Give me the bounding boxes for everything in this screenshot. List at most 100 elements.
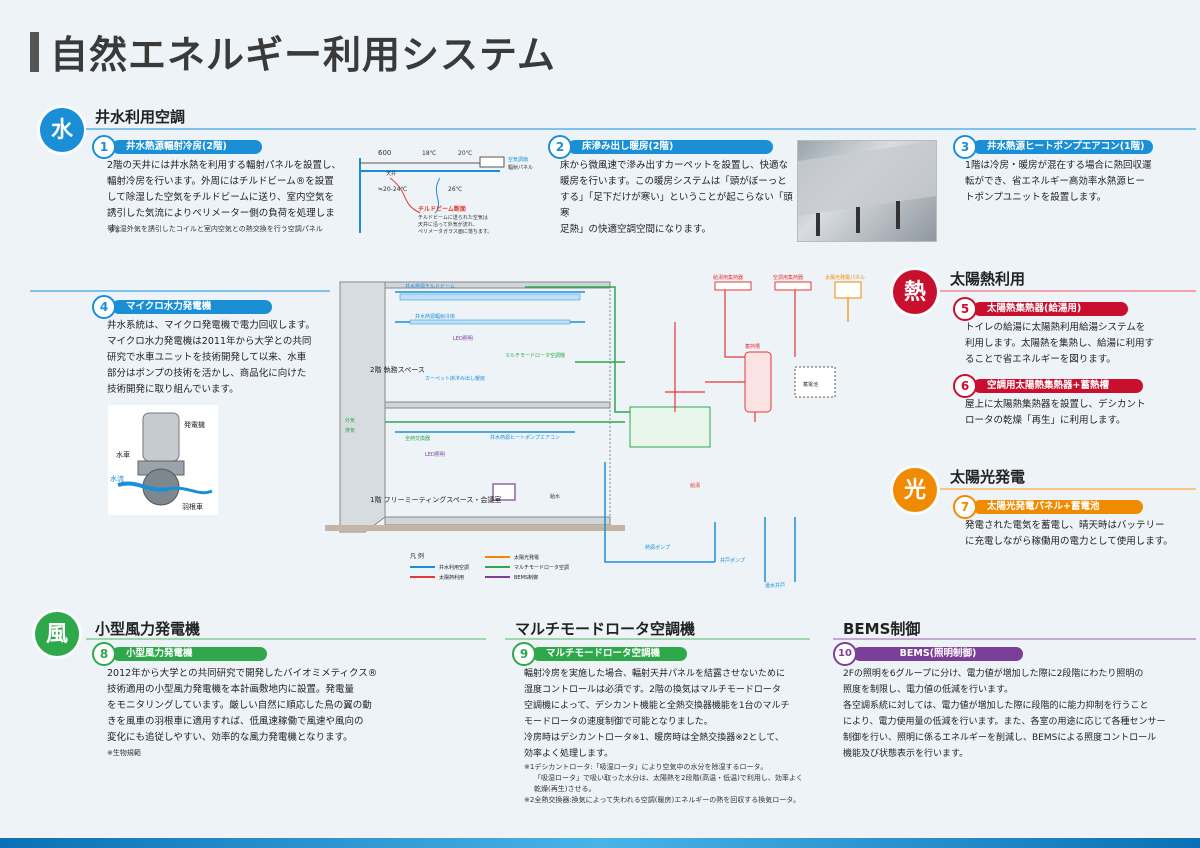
item-4-head: 4 マイクロ水力発電機 bbox=[92, 295, 272, 319]
item-3-head: 3 井水熱源ヒートポンプエアコン(1階) bbox=[953, 135, 1153, 159]
temp-20: 20℃ bbox=[458, 150, 473, 157]
item-1-number: 1 bbox=[92, 135, 116, 159]
item-1-note: ※除湿外気を誘引したコイルと室内空気との熱交換を行う空調パネル bbox=[107, 225, 323, 233]
item-7-text: 発電された電気を蓄電し、晴天時はバッテリー に充電しながら稼働用の電力として使用… bbox=[965, 520, 1173, 547]
floor-1-label: 1階 フリーミーティングスペース・会議室 bbox=[370, 495, 501, 504]
item-5-number: 5 bbox=[953, 297, 977, 321]
dim-label: 600 bbox=[378, 149, 391, 157]
item-2-title: 床滲み出し暖房(2階) bbox=[568, 140, 773, 154]
solar-heat-divider bbox=[940, 290, 1196, 292]
wind-title: 小型風力発電機 bbox=[95, 620, 201, 638]
ceiling-label: 天井 bbox=[386, 170, 396, 177]
item-8-text: 2012年から大学との共同研究で開発したバイオミメティクス® 技術適用の小型風力… bbox=[107, 668, 378, 743]
label-generator: 発電機 bbox=[184, 420, 205, 429]
item-8-number: 8 bbox=[92, 642, 116, 666]
item-9-notes: ※1デシカントロータ:「吸湿ロータ」により空気中の水分を除湿するロータ。 「吸湿… bbox=[524, 763, 803, 804]
label-collector-1: 給湯用集熱器 bbox=[713, 274, 743, 281]
svg-text:チルドビームに送られた空気は: チルドビームに送られた空気は bbox=[418, 214, 488, 221]
label-collector-2: 空調用集熱器 bbox=[773, 274, 803, 281]
wind-divider bbox=[86, 638, 486, 640]
solar-heat-badge: 熱 bbox=[893, 270, 937, 314]
page-title: 自然エネルギー利用システム bbox=[50, 33, 556, 77]
legend-bems: BEMS制御 bbox=[514, 574, 538, 581]
item-3-number: 3 bbox=[953, 135, 977, 159]
item-4-text: 井水系統は、マイクロ発電機で電力回収します。 マイクロ水力発電機は2011年から… bbox=[107, 320, 315, 395]
water-badge: 水 bbox=[40, 108, 84, 152]
label-radiant: 井水熱源輻射冷房 bbox=[415, 313, 455, 320]
micro-hydro-turbine-image: 発電機 水車 水流 羽根車 bbox=[108, 405, 218, 515]
solar-heat-title: 太陽熱利用 bbox=[950, 270, 1026, 288]
rotor-title: マルチモードロータ空調機 bbox=[515, 620, 696, 638]
item-7-number: 7 bbox=[953, 495, 977, 519]
temp-18: 18℃ bbox=[422, 150, 437, 157]
label-tank: 蓄熱槽 bbox=[745, 343, 760, 350]
item-5-head: 5 太陽熱集熱器(給湯用) bbox=[953, 297, 1128, 321]
label-well-pump: 井戸ポンプ bbox=[720, 557, 745, 564]
item-9-number: 9 bbox=[512, 642, 536, 666]
water-divider bbox=[86, 128, 1196, 130]
item-6-text: 屋上に太陽熱集熱器を設置し、デシカント ロータの乾燥「再生」に利用します。 bbox=[965, 399, 1146, 426]
wind-badge: 風 bbox=[35, 612, 79, 656]
solar-power-title: 太陽光発電 bbox=[950, 468, 1026, 486]
bottom-accent-bar bbox=[0, 838, 1200, 848]
legend-rotor: マルチモードロータ空調 bbox=[514, 564, 569, 571]
label-exhaust: 排気 bbox=[345, 427, 355, 434]
solar-power-badge: 光 bbox=[893, 468, 937, 512]
item-10-text: 2Fの照明を6グループに分け、電力値が増加した際に2段階にわたり照明の 照度を制… bbox=[843, 669, 1166, 759]
item-5-text: トイレの給湯に太陽熱利用給湯システムを 利用します。太陽熱を集熱し、給湯に利用す… bbox=[965, 322, 1155, 365]
legend-solar-heat: 太陽熱利用 bbox=[439, 574, 464, 581]
item-3-title: 井水熱源ヒートポンプエアコン(1階) bbox=[973, 140, 1153, 154]
item-8-title: 小型風力発電機 bbox=[112, 647, 267, 661]
item-4-number: 4 bbox=[92, 295, 116, 319]
item-9-head: 9 マルチモードロータ空調機 bbox=[512, 642, 687, 666]
item-2-text: 床から微風速で滲み出すカーペットを設置し、快適な 暖房を行います。この暖房システ… bbox=[560, 160, 793, 235]
temp-26: 26℃ bbox=[448, 186, 463, 193]
system-diagram: 2階 執務スペース 1階 フリーミーティングスペース・会議室 井水熱源チルドビー… bbox=[325, 274, 865, 589]
svg-text:天井に沿って外気が流れ、: 天井に沿って外気が流れ、 bbox=[418, 221, 478, 228]
label-chilled-beam: 井水熱源チルドビーム bbox=[405, 283, 455, 290]
air-label: 空気調扇 bbox=[508, 156, 528, 163]
chilled-beam-diagram: 600 18℃ 20℃ 天井 空気調扇 輻射パネル ≒20-24℃ 26℃ チル… bbox=[359, 149, 533, 235]
label-battery: 蓄電池 bbox=[803, 381, 818, 388]
item-1-head: 1 井水熱源輻射冷房(2階) bbox=[92, 135, 262, 159]
label-return-well: 還水井戸 bbox=[765, 582, 785, 589]
label-pv: 太陽光発電パネル bbox=[825, 274, 865, 281]
label-waterwheel: 水車 bbox=[116, 450, 130, 459]
raised-floor-photo bbox=[797, 140, 937, 242]
beam-title: チルドビーム断面 bbox=[418, 205, 466, 213]
label-hex: 全熱交換器 bbox=[405, 435, 430, 442]
item-5-title: 太陽熱集熱器(給湯用) bbox=[973, 302, 1128, 316]
label-led-1f: LED照明 bbox=[425, 452, 445, 458]
item-3-text: 1階は冷房・暖房が混在する場合に熱回収運 転ができ、省エネルギー高効率水熱源ヒー… bbox=[965, 160, 1152, 203]
item-2-head: 2 床滲み出し暖房(2階) bbox=[548, 135, 773, 159]
temp-range: ≒20-24℃ bbox=[378, 186, 407, 193]
bems-divider bbox=[833, 638, 1196, 640]
item-8-head: 8 小型風力発電機 bbox=[92, 642, 267, 666]
label-led-2f: LED照明 bbox=[453, 336, 473, 342]
rotor-divider bbox=[505, 638, 810, 640]
item-6-title: 空調用太陽熱集熱器+蓄熱槽 bbox=[973, 379, 1143, 393]
item-7-title: 太陽光発電パネル+蓄電池 bbox=[973, 500, 1143, 514]
item-10-title: BEMS(照明制御) bbox=[853, 647, 1023, 661]
item-6-head: 6 空調用太陽熱集熱器+蓄熱槽 bbox=[953, 374, 1143, 398]
solar-power-divider bbox=[940, 488, 1196, 490]
item-4-divider bbox=[30, 290, 330, 292]
item-1-text: 2階の天井には井水熱を利用する輻射パネルを設置し、 輻射冷房を行います。外周には… bbox=[107, 160, 342, 235]
label-waterflow: 水流 bbox=[110, 474, 124, 483]
water-title: 井水利用空調 bbox=[95, 108, 186, 126]
item-7-head: 7 太陽光発電パネル+蓄電池 bbox=[953, 495, 1143, 519]
label-heat-pump-pipe: 熱源ポンプ bbox=[645, 544, 670, 551]
item-9-text: 輻射冷房を実施した場合、輻射天井パネルを結露させないために 湿度コントロールは必… bbox=[524, 669, 790, 759]
label-outdoor-air: 外気 bbox=[345, 417, 355, 424]
label-rotor: マルチモードロータ空調機 bbox=[505, 352, 565, 359]
item-1-title: 井水熱源輻射冷房(2階) bbox=[112, 140, 262, 154]
label-impeller: 羽根車 bbox=[182, 502, 203, 511]
item-2-number: 2 bbox=[548, 135, 572, 159]
svg-text:ペリメータガラス面に落ちます。: ペリメータガラス面に落ちます。 bbox=[418, 228, 492, 235]
item-10-head: 10 BEMS(照明制御) bbox=[833, 642, 1023, 666]
item-8-note: ※生物規範 bbox=[107, 749, 141, 757]
item-10-number: 10 bbox=[833, 642, 857, 666]
label-heat-pump: 井水熱源ヒートポンプエアコン bbox=[490, 434, 560, 441]
bems-title: BEMS制御 bbox=[843, 620, 921, 638]
floor-2-label: 2階 執務スペース bbox=[370, 365, 425, 374]
